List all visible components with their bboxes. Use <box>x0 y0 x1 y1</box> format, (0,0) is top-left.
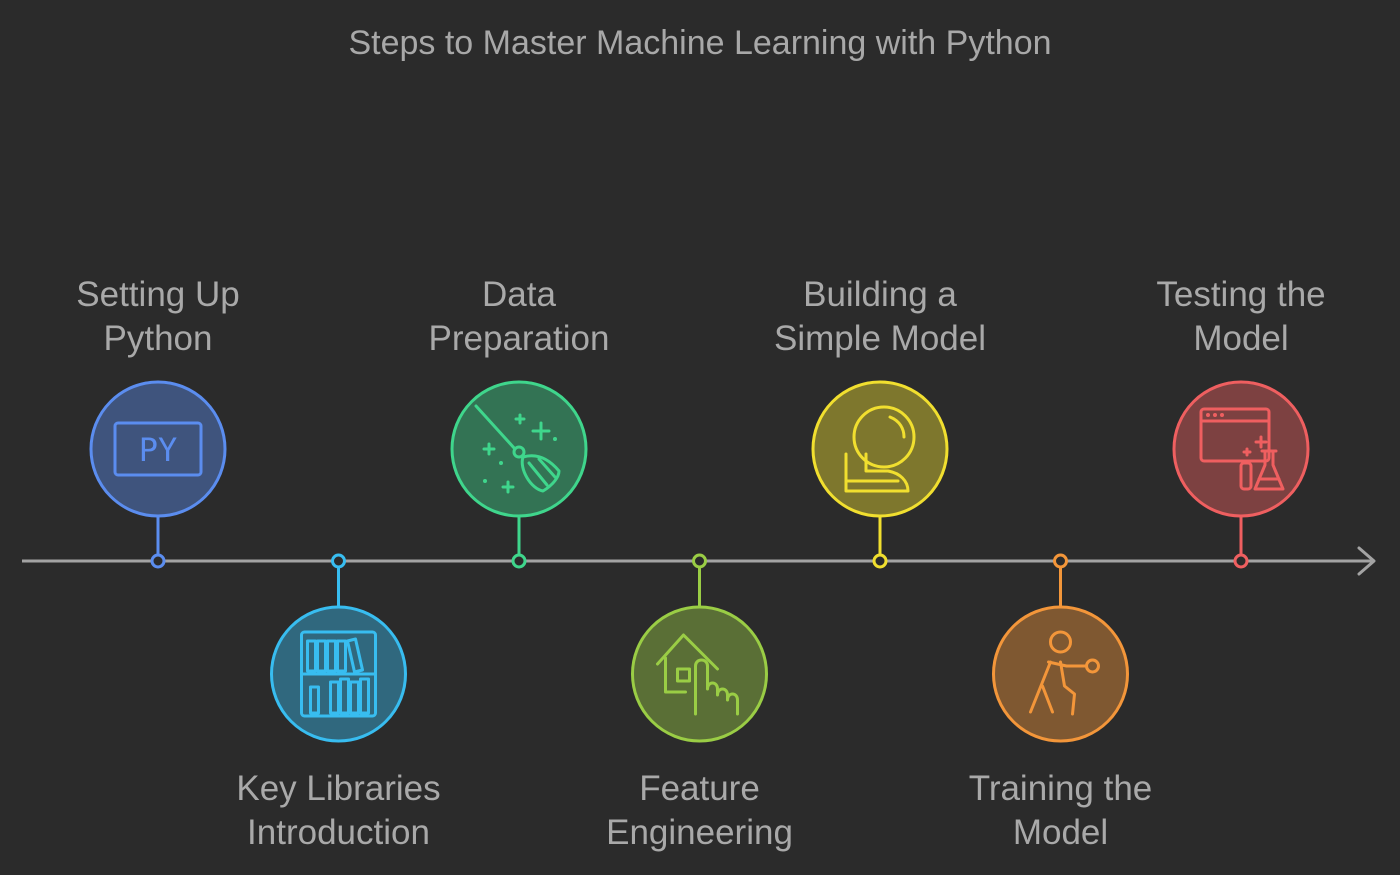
page-title: Steps to Master Machine Learning with Py… <box>348 24 1052 62</box>
step-label: Model <box>1193 319 1288 358</box>
timeline-node <box>1233 553 1249 569</box>
python-code-icon: PY <box>113 421 203 477</box>
step-label: Setting Up <box>76 275 239 314</box>
step-circle <box>450 380 588 518</box>
lab-test-icon <box>1199 407 1285 491</box>
step-label: Key Libraries <box>236 769 440 808</box>
timeline-node <box>331 553 346 569</box>
step-circle <box>89 380 227 518</box>
step-label: Feature <box>639 769 760 808</box>
step-circle <box>631 605 768 743</box>
step-circle <box>992 605 1129 743</box>
step-label: Training the <box>969 769 1153 808</box>
broom-sparkle-icon <box>474 404 561 494</box>
step-label: Simple Model <box>774 319 986 358</box>
timeline-node <box>692 553 707 569</box>
step-label: Testing the <box>1156 275 1325 314</box>
step-circle <box>1172 380 1310 518</box>
icon-text: PY <box>139 431 178 469</box>
bookshelf-icon <box>300 630 377 718</box>
house-hand-icon <box>656 633 739 716</box>
step-label: Python <box>104 319 213 358</box>
training-person-icon <box>1029 630 1100 716</box>
step-label: Data <box>482 275 556 314</box>
step-circle <box>811 380 949 518</box>
timeline-node <box>1053 553 1068 569</box>
step-label: Building a <box>803 275 957 314</box>
step-label: Preparation <box>429 319 610 358</box>
timeline-arrowhead <box>1357 546 1376 576</box>
step-label: Introduction <box>247 813 430 852</box>
timeline-step: Building a Simple Model <box>774 275 986 569</box>
step-label: Engineering <box>606 813 793 852</box>
timeline-step: PY Setting Up Python <box>76 275 240 569</box>
timeline-node <box>150 553 166 569</box>
bell-model-icon <box>844 405 916 493</box>
timeline-node <box>872 553 888 569</box>
step-label: Model <box>1013 813 1108 852</box>
timeline-node <box>511 553 527 569</box>
